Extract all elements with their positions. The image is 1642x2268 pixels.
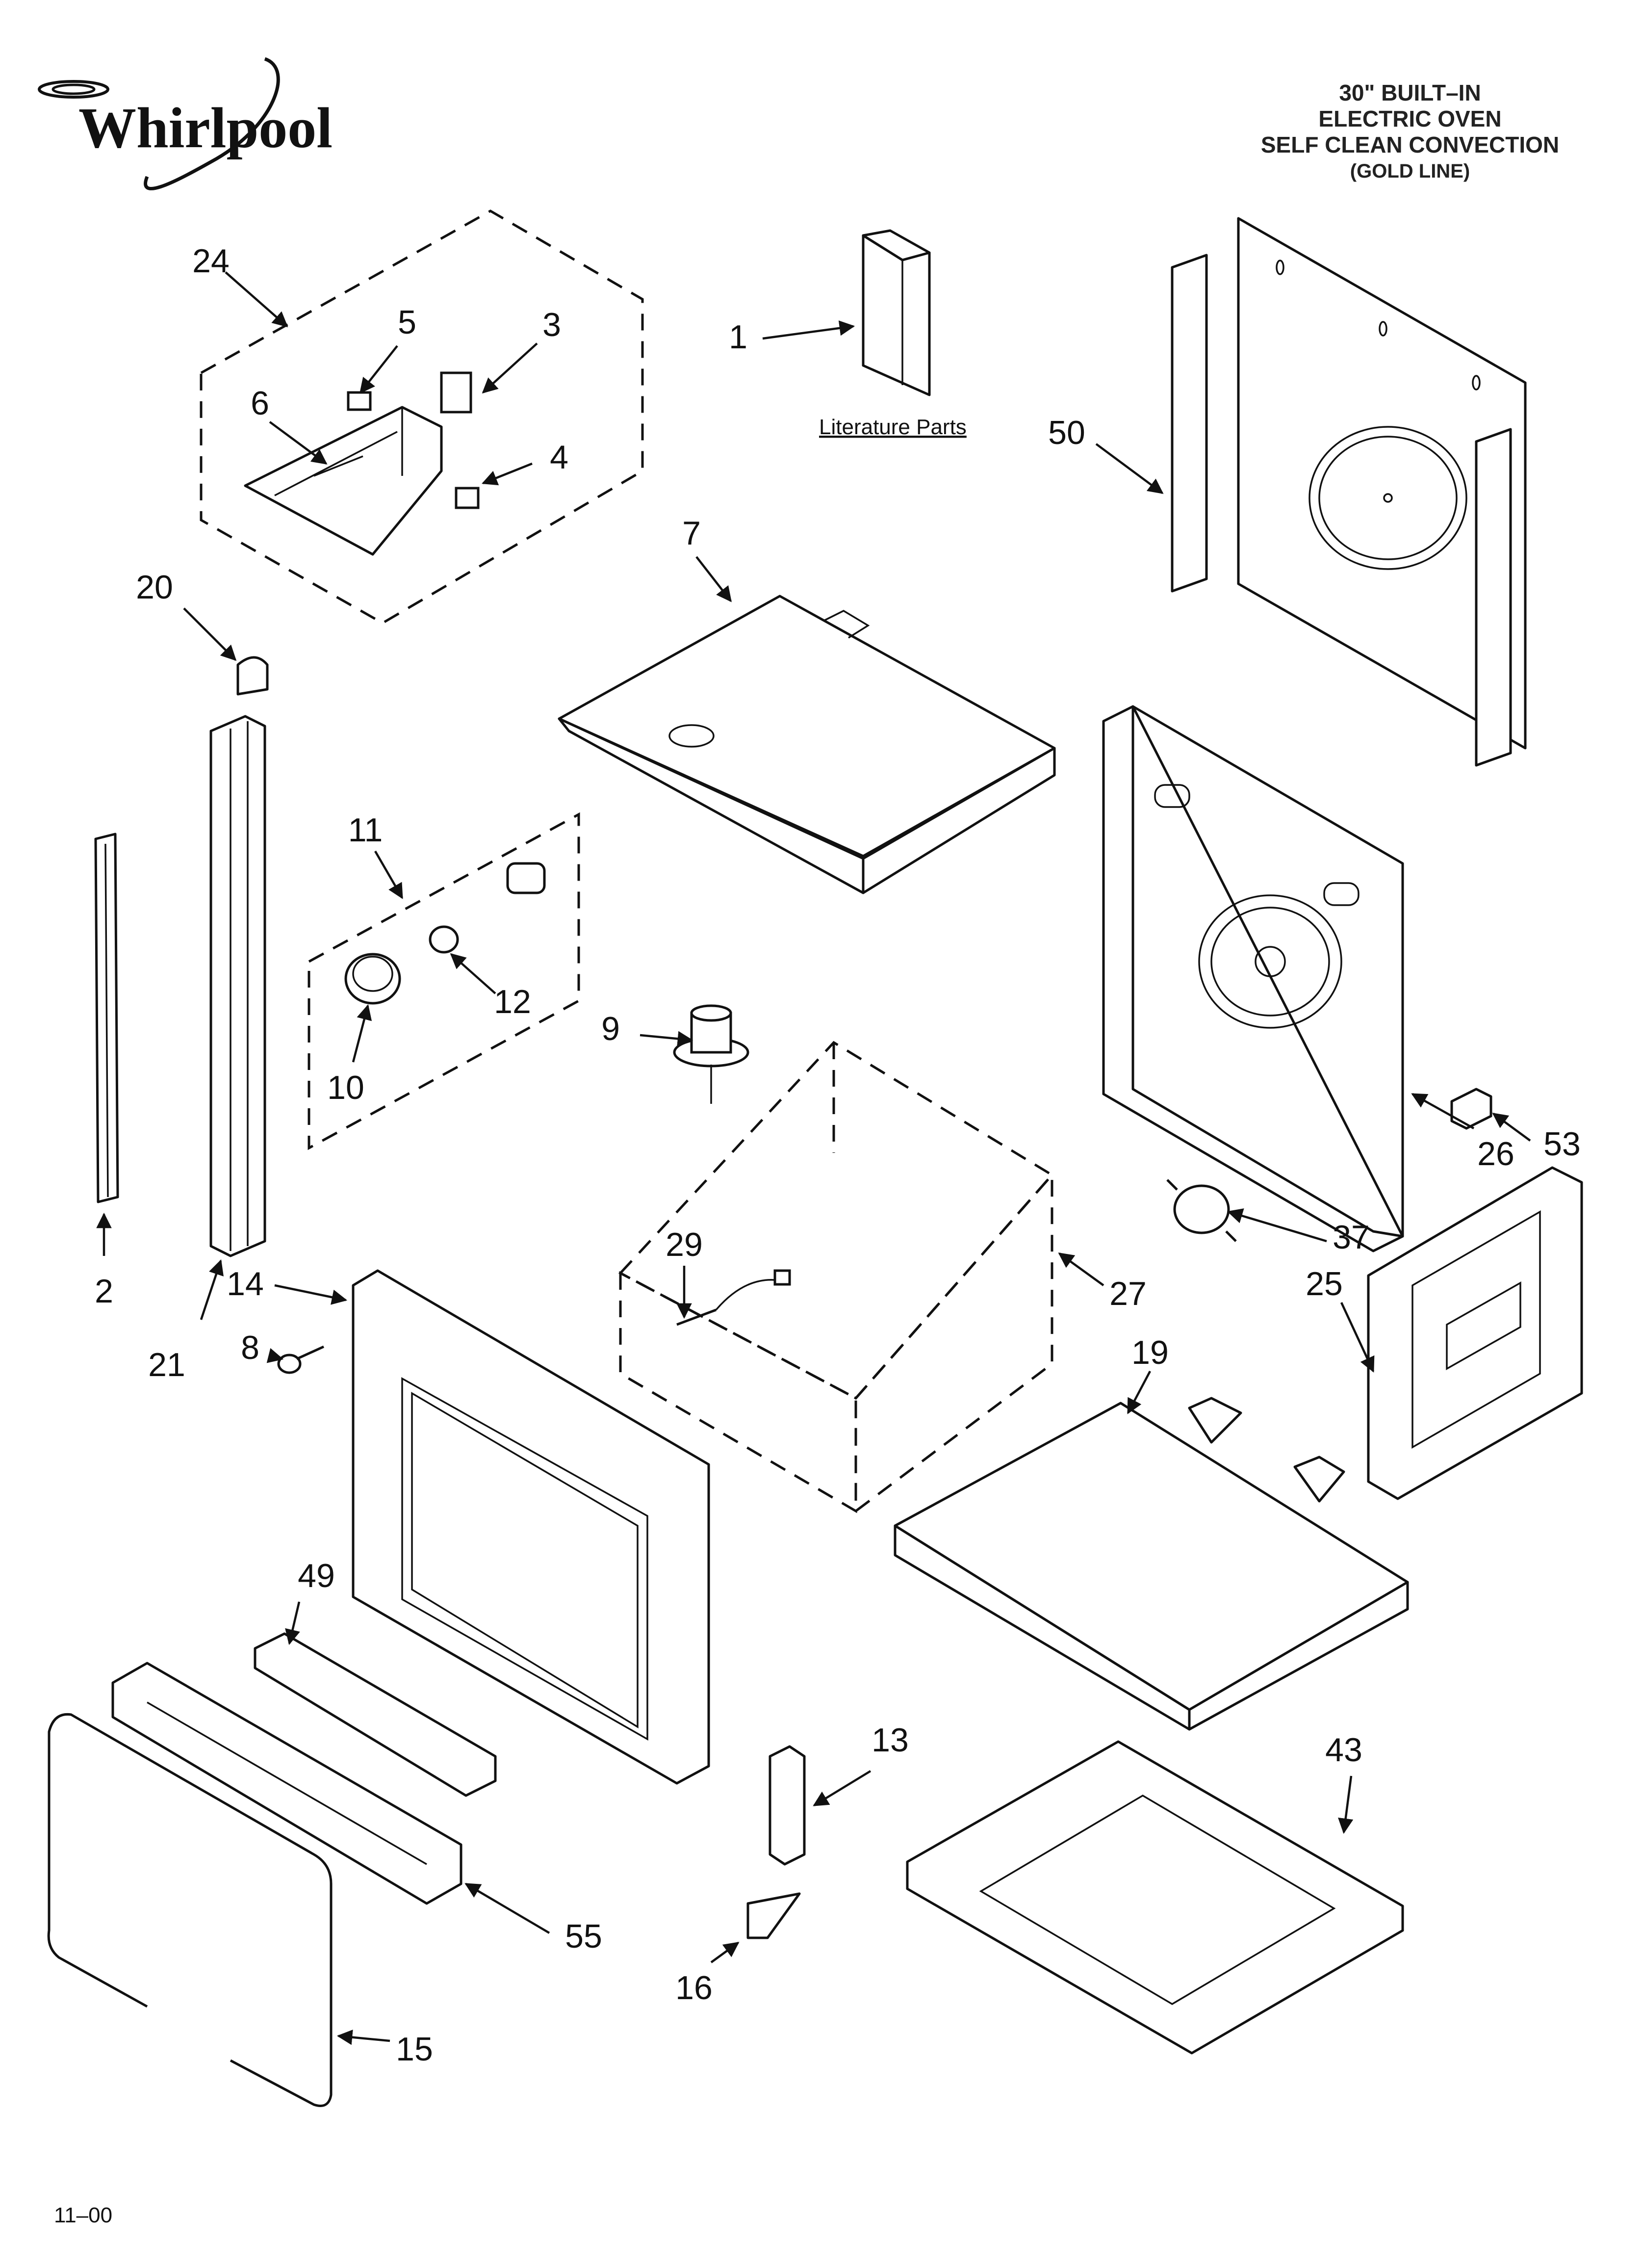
- callout-numbers: 1 2 3 4 5 6 7 8 9 10 11 12 13 14 15 16 1…: [95, 242, 1581, 2068]
- part-7-top-panel: [558, 595, 1056, 894]
- callout-53: 53: [1543, 1125, 1581, 1163]
- part-19-bottom-cover: [894, 1397, 1409, 1731]
- part-11-knob-assembly: [308, 812, 580, 1150]
- part-13-bracket: [769, 1745, 806, 1866]
- part-9-probe-sensor: [673, 1004, 749, 1104]
- callout-21: 21: [148, 1346, 185, 1383]
- callout-24: 24: [192, 242, 230, 280]
- model-title: 30" BUILT–IN ELECTRIC OVEN SELF CLEAN CO…: [1261, 80, 1559, 182]
- callout-55: 55: [565, 1918, 602, 1955]
- part-25-side-panel: [1367, 1166, 1583, 1500]
- part-26-rear-fan-panel: [1102, 705, 1404, 1252]
- part-24-control-bracket-assembly: [200, 209, 644, 625]
- part-14-front-frame: [352, 1269, 710, 1785]
- part-8-screw: [277, 1345, 325, 1374]
- part-21-side-trim: [209, 715, 266, 1257]
- callout-3: 3: [542, 306, 561, 343]
- part-50-rear-panel: [1171, 217, 1527, 767]
- callout-10: 10: [327, 1069, 364, 1106]
- part-16-bracket: [746, 1892, 801, 1939]
- callout-1: 1: [729, 318, 747, 356]
- callout-14: 14: [227, 1265, 264, 1303]
- footer-date-code: 11–00: [54, 2203, 112, 2227]
- callout-50: 50: [1048, 414, 1085, 451]
- title-line-2: ELECTRIC OVEN: [1318, 106, 1501, 131]
- callout-6: 6: [251, 385, 269, 422]
- part-20-cap: [236, 656, 269, 696]
- callout-25: 25: [1306, 1265, 1343, 1303]
- part-53-clip: [1450, 1088, 1492, 1130]
- callout-20: 20: [136, 569, 173, 606]
- callout-27: 27: [1109, 1275, 1147, 1312]
- callout-37: 37: [1333, 1219, 1370, 1256]
- brand-name: Whirlpool: [78, 96, 333, 160]
- callout-2: 2: [95, 1273, 113, 1310]
- title-line-4: (GOLD LINE): [1350, 160, 1470, 182]
- callout-26: 26: [1477, 1135, 1514, 1173]
- part-49-vent-duct: [254, 1632, 497, 1797]
- callout-15: 15: [396, 2031, 433, 2068]
- callout-8: 8: [241, 1329, 259, 1366]
- callout-5: 5: [398, 304, 416, 341]
- part-27-oven-cavity: [618, 1041, 1054, 1513]
- callout-19: 19: [1131, 1334, 1169, 1371]
- whirlpool-logo: Whirlpool: [38, 57, 333, 190]
- callout-29: 29: [666, 1226, 703, 1263]
- title-line-3: SELF CLEAN CONVECTION: [1261, 132, 1559, 157]
- part-1-literature: Literature Parts: [819, 229, 967, 439]
- part-29-wire-harness: [676, 1269, 791, 1326]
- callout-4: 4: [550, 439, 568, 476]
- callout-leaders: [96, 271, 1531, 2045]
- part-55-vent-grille: [111, 1662, 462, 1905]
- callout-11: 11: [348, 811, 383, 849]
- part-43-bottom-pan: [906, 1740, 1404, 2055]
- callout-9: 9: [601, 1010, 620, 1047]
- part-15-door-gasket: [47, 1713, 333, 2107]
- callout-12: 12: [494, 983, 531, 1020]
- literature-parts-label: Literature Parts: [819, 415, 967, 439]
- callout-13: 13: [872, 1721, 909, 1759]
- callout-7: 7: [682, 515, 701, 552]
- part-37-thermal-switch: [1166, 1179, 1237, 1242]
- part-2-vertical-trim: [94, 833, 119, 1203]
- title-line-1: 30" BUILT–IN: [1339, 80, 1481, 105]
- callout-16: 16: [675, 1969, 713, 2007]
- callout-49: 49: [298, 1557, 335, 1594]
- callout-43: 43: [1325, 1731, 1362, 1769]
